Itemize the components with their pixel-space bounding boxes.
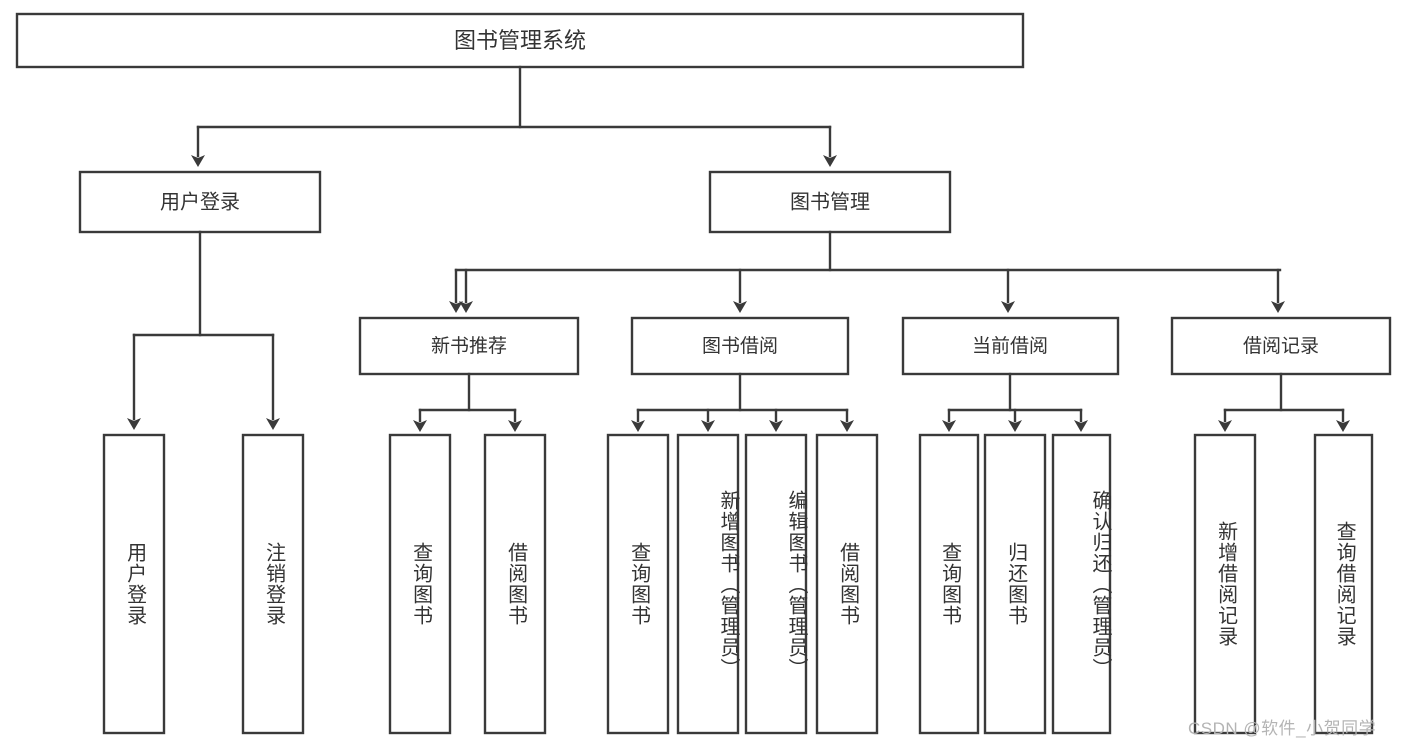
- node-current-borrow-box: [901, 316, 1120, 376]
- leaf-box-borrow-book-b[interactable]: [815, 433, 879, 735]
- node-current-borrow[interactable]: 当前借阅: [901, 316, 1120, 376]
- node-book-borrow-label: 图书借阅: [702, 335, 778, 357]
- leaf-box-query-book-c[interactable]: [918, 433, 980, 735]
- node-root-label: 图书管理系统: [454, 28, 586, 53]
- leaf-boxes: [102, 433, 1374, 735]
- connector-user-login-to-leaves: [127, 230, 280, 430]
- leaf-box-query-book-a[interactable]: [388, 433, 452, 735]
- node-new-book-rec-label: 新书推荐: [431, 335, 507, 357]
- leaf-box-logout[interactable]: [241, 433, 305, 735]
- node-book-manage-label: 图书管理: [790, 190, 870, 213]
- node-book-manage[interactable]: 图书管理: [708, 170, 952, 234]
- leaf-box-user-login[interactable]: [102, 433, 166, 735]
- connector-root-to-level2: [191, 65, 837, 167]
- node-root-box: [15, 12, 1025, 69]
- node-book-borrow[interactable]: 图书借阅: [630, 316, 850, 376]
- node-new-book-rec[interactable]: 新书推荐: [358, 316, 580, 376]
- leaf-box-query-book-b[interactable]: [606, 433, 670, 735]
- connector-current-borrow-to-leaves: [942, 372, 1088, 432]
- leaf-box-add-book[interactable]: [676, 433, 740, 735]
- connector-book-borrow-to-leaves: [631, 372, 854, 432]
- leaf-box-return-book[interactable]: [983, 433, 1047, 735]
- connector-new-book-rec-to-leaves: [413, 372, 522, 432]
- connector-borrow-record-to-leaves: [1218, 372, 1350, 432]
- leaf-box-add-record[interactable]: [1193, 433, 1257, 735]
- leaf-box-edit-book[interactable]: [744, 433, 808, 735]
- node-new-book-rec-box: [358, 316, 580, 376]
- node-current-borrow-label: 当前借阅: [972, 335, 1048, 357]
- node-user-login[interactable]: 用户登录: [78, 170, 322, 234]
- leaf-box-query-record[interactable]: [1313, 433, 1374, 735]
- leaf-box-borrow-book-a[interactable]: [483, 433, 547, 735]
- node-user-login-label: 用户登录: [160, 190, 240, 213]
- node-user-login-box: [78, 170, 322, 234]
- node-borrow-record[interactable]: 借阅记录: [1170, 316, 1392, 376]
- csdn-watermark: CSDN @软件_小贺同学: [1188, 719, 1377, 738]
- node-root[interactable]: 图书管理系统: [15, 12, 1025, 69]
- leaf-box-confirm-return[interactable]: [1051, 433, 1112, 735]
- node-borrow-record-label: 借阅记录: [1243, 335, 1319, 357]
- connector-book-manage-to-level3: [449, 230, 1285, 313]
